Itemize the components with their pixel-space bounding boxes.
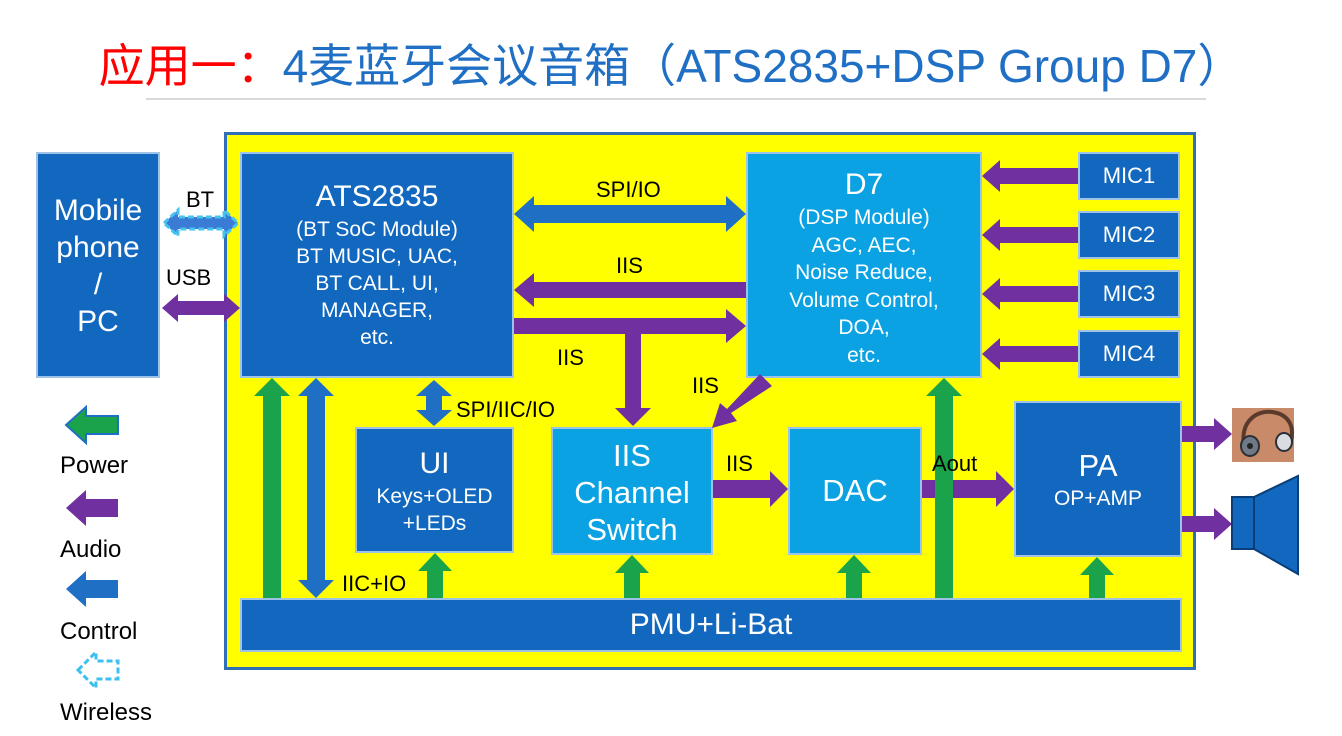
ats2835-line-5: etc. xyxy=(360,326,394,349)
pmu-title: PMU+Li-Bat xyxy=(629,608,793,641)
power-to-switch-arrow xyxy=(615,555,649,598)
mobile-line-1: Mobile xyxy=(53,194,143,227)
iis-ats-to-d7-arrow xyxy=(514,309,746,343)
legend-audio-label: Audio xyxy=(60,536,122,563)
mic4-box: MIC4 xyxy=(1078,330,1180,378)
spi-iic-io-link-label: SPI/IIC/IO xyxy=(456,397,556,422)
ui-title: UI xyxy=(419,447,450,480)
switch-line-3: Switch xyxy=(586,512,678,547)
title-main: 4麦蓝牙会议音箱（ATS2835+DSP Group D7） xyxy=(282,40,1244,92)
iis-ats-out-label: IIS xyxy=(557,345,584,370)
ats2835-line-3: BT CALL, UI, xyxy=(315,272,439,295)
iis-switch-to-dac-arrow xyxy=(713,471,788,507)
mobile-line-3: / xyxy=(93,268,103,301)
mic2-label: MIC2 xyxy=(1102,222,1156,247)
iis-ats-to-switch-arrow xyxy=(615,334,651,426)
legend-wireless-arrow xyxy=(75,648,120,692)
title-divider xyxy=(146,98,1206,100)
ats2835-title: ATS2835 xyxy=(315,180,439,213)
mobile-line-2: phone xyxy=(56,231,140,264)
iis-d7-to-ats-arrow xyxy=(514,273,746,307)
pmu-libat-module: PMU+Li-Bat xyxy=(240,598,1182,652)
mic4-label: MIC4 xyxy=(1102,341,1156,366)
ats2835-module: ATS2835 (BT SoC Module) BT MUSIC, UAC, B… xyxy=(240,152,514,378)
usb-audio-arrow xyxy=(162,294,240,322)
mic1-box: MIC1 xyxy=(1078,152,1180,200)
speaker-icon xyxy=(1231,474,1299,576)
mic3-box: MIC3 xyxy=(1078,270,1180,318)
spi-io-link-label: SPI/IO xyxy=(596,177,661,202)
d7-line-4: Volume Control, xyxy=(789,288,939,312)
mic2-audio-arrow xyxy=(982,219,1078,251)
mic1-label: MIC1 xyxy=(1102,163,1156,188)
switch-line-1: IIS xyxy=(613,438,651,473)
switch-line-2: Channel xyxy=(574,475,690,510)
aout-link-label: Aout xyxy=(932,451,978,476)
pa-title: PA xyxy=(1078,448,1118,483)
mic3-audio-arrow xyxy=(982,278,1078,310)
iic-io-link-label: IIC+IO xyxy=(342,571,407,596)
iis-d7-to-switch-arrow xyxy=(712,374,772,428)
legend-control-label: Control xyxy=(60,618,138,645)
d7-line-1: (DSP Module) xyxy=(798,206,930,229)
pa-desc: OP+AMP xyxy=(1053,487,1143,510)
ui-module: UI Keys+OLED +LEDs xyxy=(355,427,514,553)
d7-line-2: AGC, AEC, xyxy=(811,233,917,257)
bt-wireless-arrow xyxy=(161,206,241,240)
ats2835-line-1: (BT SoC Module) xyxy=(296,218,458,241)
d7-line-6: etc. xyxy=(847,343,881,367)
legend-power-arrow xyxy=(64,404,119,446)
ats2835-line-2: BT MUSIC, UAC, xyxy=(296,245,458,268)
d7-line-3: Noise Reduce, xyxy=(795,261,933,284)
spi-iic-io-control-arrow xyxy=(416,380,452,426)
iis-channel-switch-module: IIS Channel Switch xyxy=(551,427,713,555)
ats2835-line-4: MANAGER, xyxy=(320,299,433,322)
legend-audio-arrow xyxy=(66,490,118,526)
mic1-audio-arrow xyxy=(982,160,1078,192)
ui-line-2: +LEDs xyxy=(402,512,467,535)
legend-wireless-label: Wireless xyxy=(60,699,153,726)
mic2-box: MIC2 xyxy=(1078,211,1180,259)
title-prefix: 应用一： xyxy=(98,40,283,92)
pa-to-speaker-arrow xyxy=(1182,508,1232,540)
pa-module: PA OP+AMP xyxy=(1014,401,1182,557)
mic3-label: MIC3 xyxy=(1102,281,1156,306)
iis-switch-to-dac-label: IIS xyxy=(726,451,753,476)
bt-link-label: BT xyxy=(186,187,215,212)
iic-io-control-arrow xyxy=(298,378,334,598)
d7-line-5: DOA, xyxy=(838,316,890,339)
mic4-audio-arrow xyxy=(982,338,1078,370)
power-to-d7-arrow xyxy=(926,378,962,598)
dac-title: DAC xyxy=(822,473,888,508)
headphones-icon xyxy=(1232,408,1294,462)
pa-to-headphones-arrow xyxy=(1182,418,1232,450)
dac-module: DAC xyxy=(788,427,922,555)
power-to-ats-arrow xyxy=(254,378,290,598)
usb-link-label: USB xyxy=(166,265,212,290)
legend-control-arrow xyxy=(66,571,118,607)
power-to-dac-arrow xyxy=(837,555,871,598)
iis-d7-to-switch-label: IIS xyxy=(692,373,719,398)
legend-power-label: Power xyxy=(60,452,129,479)
d7-title: D7 xyxy=(844,168,884,201)
mobile-phone-pc-box: Mobile phone / PC xyxy=(36,152,160,378)
ui-line-1: Keys+OLED xyxy=(376,485,493,508)
spi-io-control-arrow xyxy=(514,196,746,232)
power-to-pa-arrow xyxy=(1080,557,1114,598)
iis-d7-to-ats-label: IIS xyxy=(616,253,643,278)
page-title: 应用一：4麦蓝牙会议音箱（ATS2835+DSP Group D7） xyxy=(0,38,1342,94)
power-to-ui-arrow xyxy=(418,553,452,598)
d7-dsp-module: D7 (DSP Module) AGC, AEC, Noise Reduce, … xyxy=(746,152,982,378)
mobile-line-4: PC xyxy=(77,305,119,338)
